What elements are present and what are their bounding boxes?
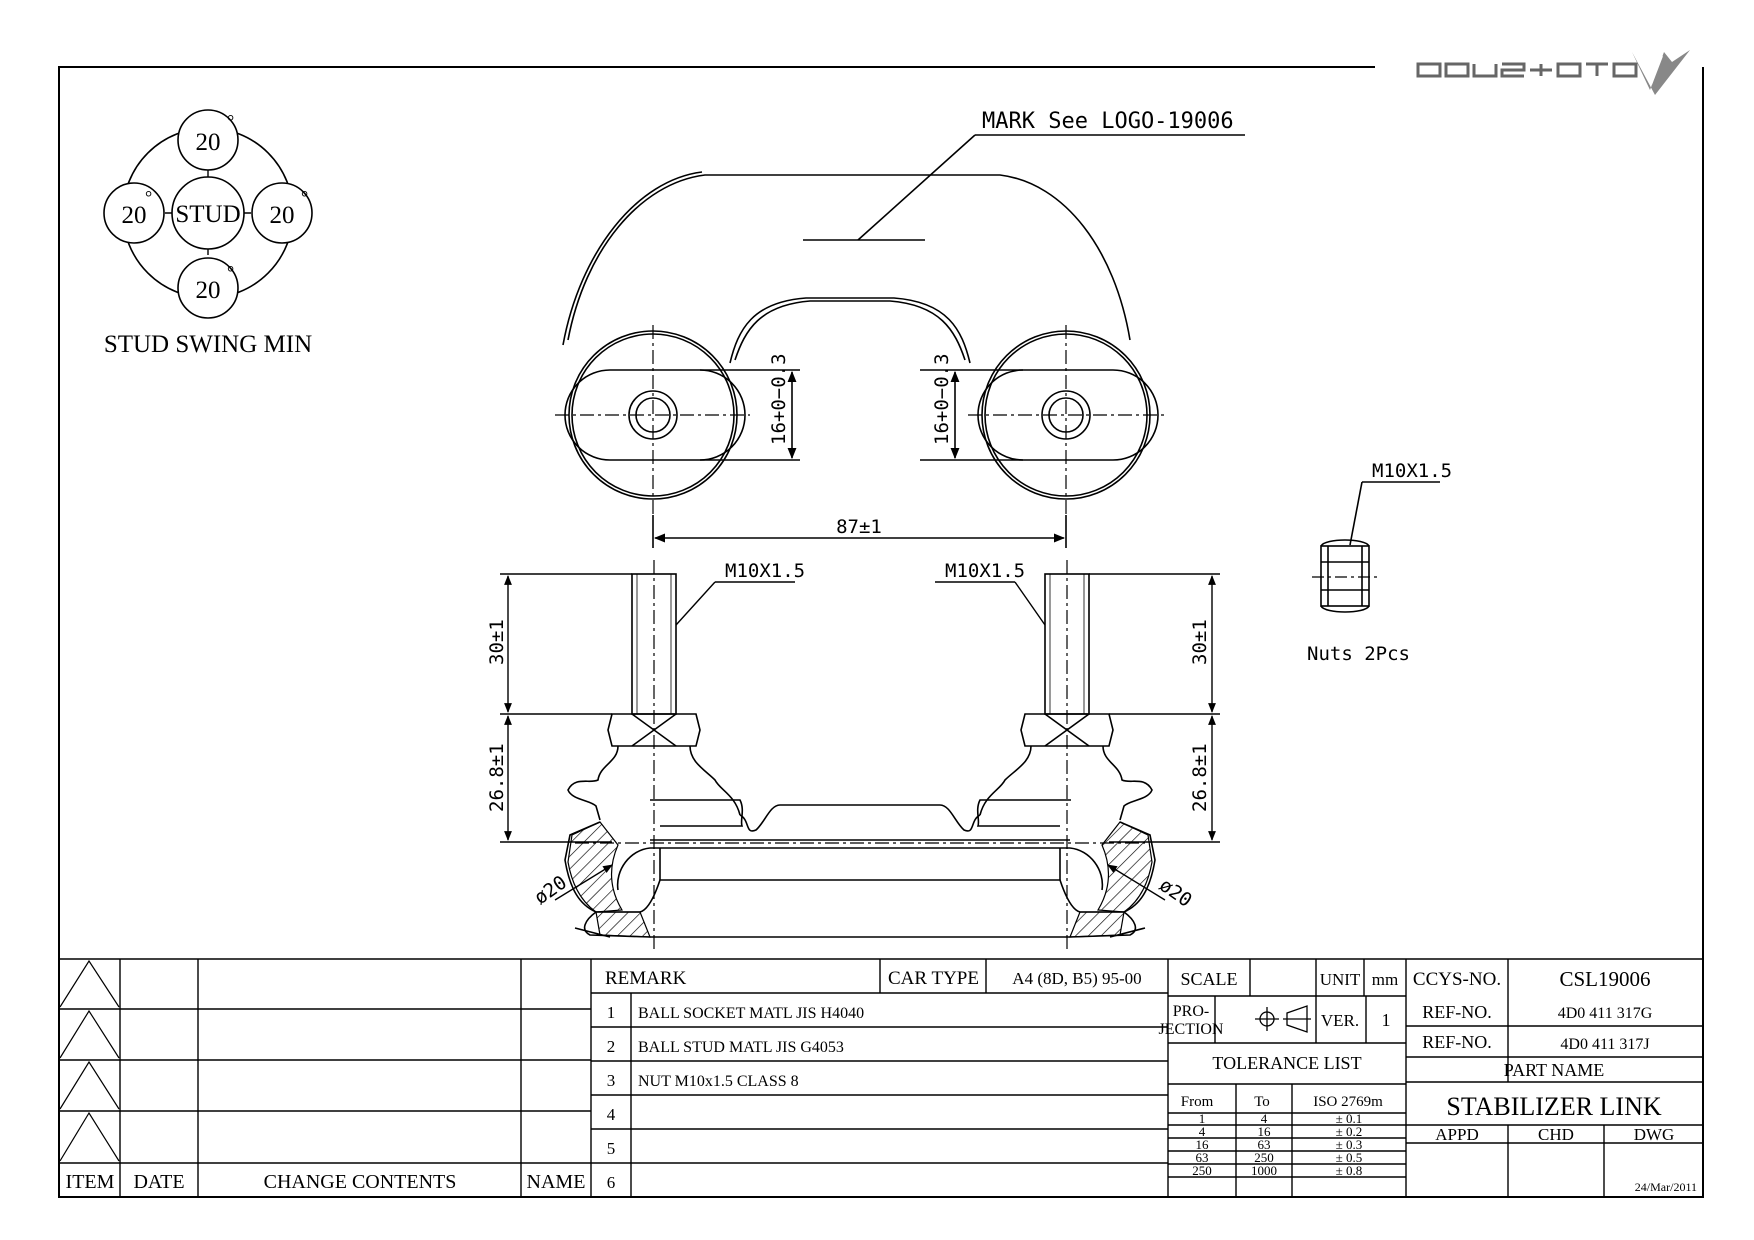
ver-value: 1: [1382, 1010, 1391, 1030]
nut-note: Nuts 2Pcs: [1307, 643, 1410, 665]
tolerance-from: 63: [1196, 1150, 1209, 1165]
remark-row-no: 5: [607, 1139, 616, 1158]
swing-right-value: 20: [270, 202, 295, 229]
scale-label: SCALE: [1180, 969, 1237, 989]
tolerance-title: TOLERANCE LIST: [1212, 1053, 1361, 1073]
projection-label: JECTION: [1159, 1021, 1224, 1038]
revision-header-date: DATE: [133, 1171, 184, 1193]
tolerance-to: 250: [1254, 1150, 1274, 1165]
swing-top-degree: °: [227, 111, 234, 131]
projection-label: PRO-: [1173, 1003, 1209, 1020]
mark-note: MARK See LOGO-19006: [982, 109, 1234, 134]
remark-row-no: 2: [607, 1037, 616, 1056]
chd-label: CHD: [1538, 1125, 1574, 1144]
tolerance-from: 16: [1196, 1137, 1210, 1152]
remark-row-no: 3: [607, 1071, 616, 1090]
tolerance-from: 1: [1199, 1111, 1206, 1126]
ref-no-value: 4D0 411 317J: [1560, 1036, 1649, 1053]
tolerance-to: 16: [1258, 1124, 1272, 1139]
remark-row-no: 1: [607, 1003, 616, 1022]
brand-logo: [1416, 50, 1690, 95]
revision-header-change: CHANGE CONTENTS: [264, 1171, 457, 1193]
swing-top-value: 20: [196, 129, 221, 156]
dim-center-distance: 87±1: [836, 516, 882, 538]
revision-header-name: NAME: [527, 1171, 586, 1193]
dwg-label: DWG: [1634, 1125, 1675, 1144]
tolerance-header-iso: ISO 2769m: [1313, 1094, 1383, 1110]
revision-header-item: ITEM: [66, 1171, 115, 1193]
dim-width-left: 16+0−0.3: [768, 353, 790, 445]
ccys-no-value: CSL19006: [1559, 967, 1650, 991]
ref-no-label: REF-NO.: [1422, 1032, 1492, 1052]
ccys-no-label: CCYS-NO.: [1413, 969, 1501, 990]
title-block-grid: [59, 958, 1703, 1197]
ref-no-value: 4D0 411 317G: [1558, 1005, 1653, 1022]
drawing-date: 24/Mar/2011: [1635, 1180, 1697, 1194]
remark-row-text: BALL SOCKET MATL JIS H4040: [638, 1005, 864, 1022]
nut-detail: [1312, 481, 1440, 613]
remark-row-text: NUT M10x1.5 CLASS 8: [638, 1073, 799, 1090]
brand-emblem-icon: [1632, 50, 1690, 95]
swing-bottom-value: 20: [196, 277, 221, 304]
tolerance-from: 250: [1192, 1163, 1212, 1178]
swing-caption: STUD SWING MIN: [104, 331, 312, 358]
remark-header: REMARK: [605, 968, 687, 989]
unit-label: UNIT: [1320, 970, 1361, 989]
unit-value: mm: [1372, 970, 1398, 989]
tolerance-from: 4: [1199, 1124, 1206, 1139]
tolerance-header-to: To: [1254, 1094, 1270, 1110]
remark-row-text: BALL STUD MATL JIS G4053: [638, 1039, 844, 1056]
brand-wordmark: [1416, 62, 1638, 78]
tolerance-value: ± 0.3: [1336, 1137, 1363, 1152]
remark-row-no: 6: [607, 1173, 616, 1192]
appd-label: APPD: [1435, 1125, 1478, 1144]
tolerance-to: 63: [1258, 1137, 1271, 1152]
stud-swing-diagram: 20 ° 20 ° 20 ° 20 ° STUD STUD SWING MIN: [103, 109, 313, 358]
dia-label-left: ø20: [530, 871, 571, 909]
thread-label-right: M10X1.5: [945, 560, 1025, 582]
car-type-value: A4 (8D, B5) 95-00: [1012, 969, 1141, 988]
dim-height-left: 26.8±1: [486, 743, 508, 812]
ver-label: VER.: [1321, 1011, 1359, 1030]
part-name-value: STABILIZER LINK: [1446, 1092, 1661, 1121]
tolerance-to: 4: [1261, 1111, 1268, 1126]
tolerance-to: 1000: [1251, 1163, 1277, 1178]
dia-label-right: ø20: [1155, 874, 1196, 912]
tolerance-value: ± 0.8: [1336, 1163, 1363, 1178]
thread-label-left: M10X1.5: [725, 560, 805, 582]
top-view: [555, 134, 1245, 548]
dim-thread-length-left: 30±1: [486, 619, 508, 665]
side-view-centerlines: [575, 560, 1145, 950]
section-hatch: [567, 821, 1153, 938]
tolerance-value: ± 0.2: [1336, 1124, 1363, 1139]
part-name-label: PART NAME: [1504, 1060, 1604, 1080]
swing-right-degree: °: [301, 187, 308, 207]
projection-symbol-icon: [1255, 1005, 1311, 1033]
ref-no-label: REF-NO.: [1422, 1002, 1492, 1022]
swing-center-label: STUD: [175, 201, 240, 228]
tolerance-header-from: From: [1181, 1094, 1214, 1110]
remark-row-no: 4: [607, 1105, 616, 1124]
tolerance-value: ± 0.1: [1336, 1111, 1363, 1126]
swing-left-degree: °: [145, 187, 152, 207]
dim-height-right: 26.8±1: [1189, 743, 1211, 812]
car-type-label: CAR TYPE: [888, 968, 979, 989]
swing-left-value: 20: [122, 202, 147, 229]
swing-bottom-degree: °: [227, 262, 234, 282]
dim-width-right: 16+0−0.3: [931, 353, 953, 445]
dim-thread-length-right: 30±1: [1189, 619, 1211, 665]
tolerance-value: ± 0.5: [1336, 1150, 1363, 1165]
side-view-dimensions: [500, 573, 1220, 901]
sheet-border: [58, 66, 1704, 1198]
nut-thread-label: M10X1.5: [1372, 460, 1452, 482]
